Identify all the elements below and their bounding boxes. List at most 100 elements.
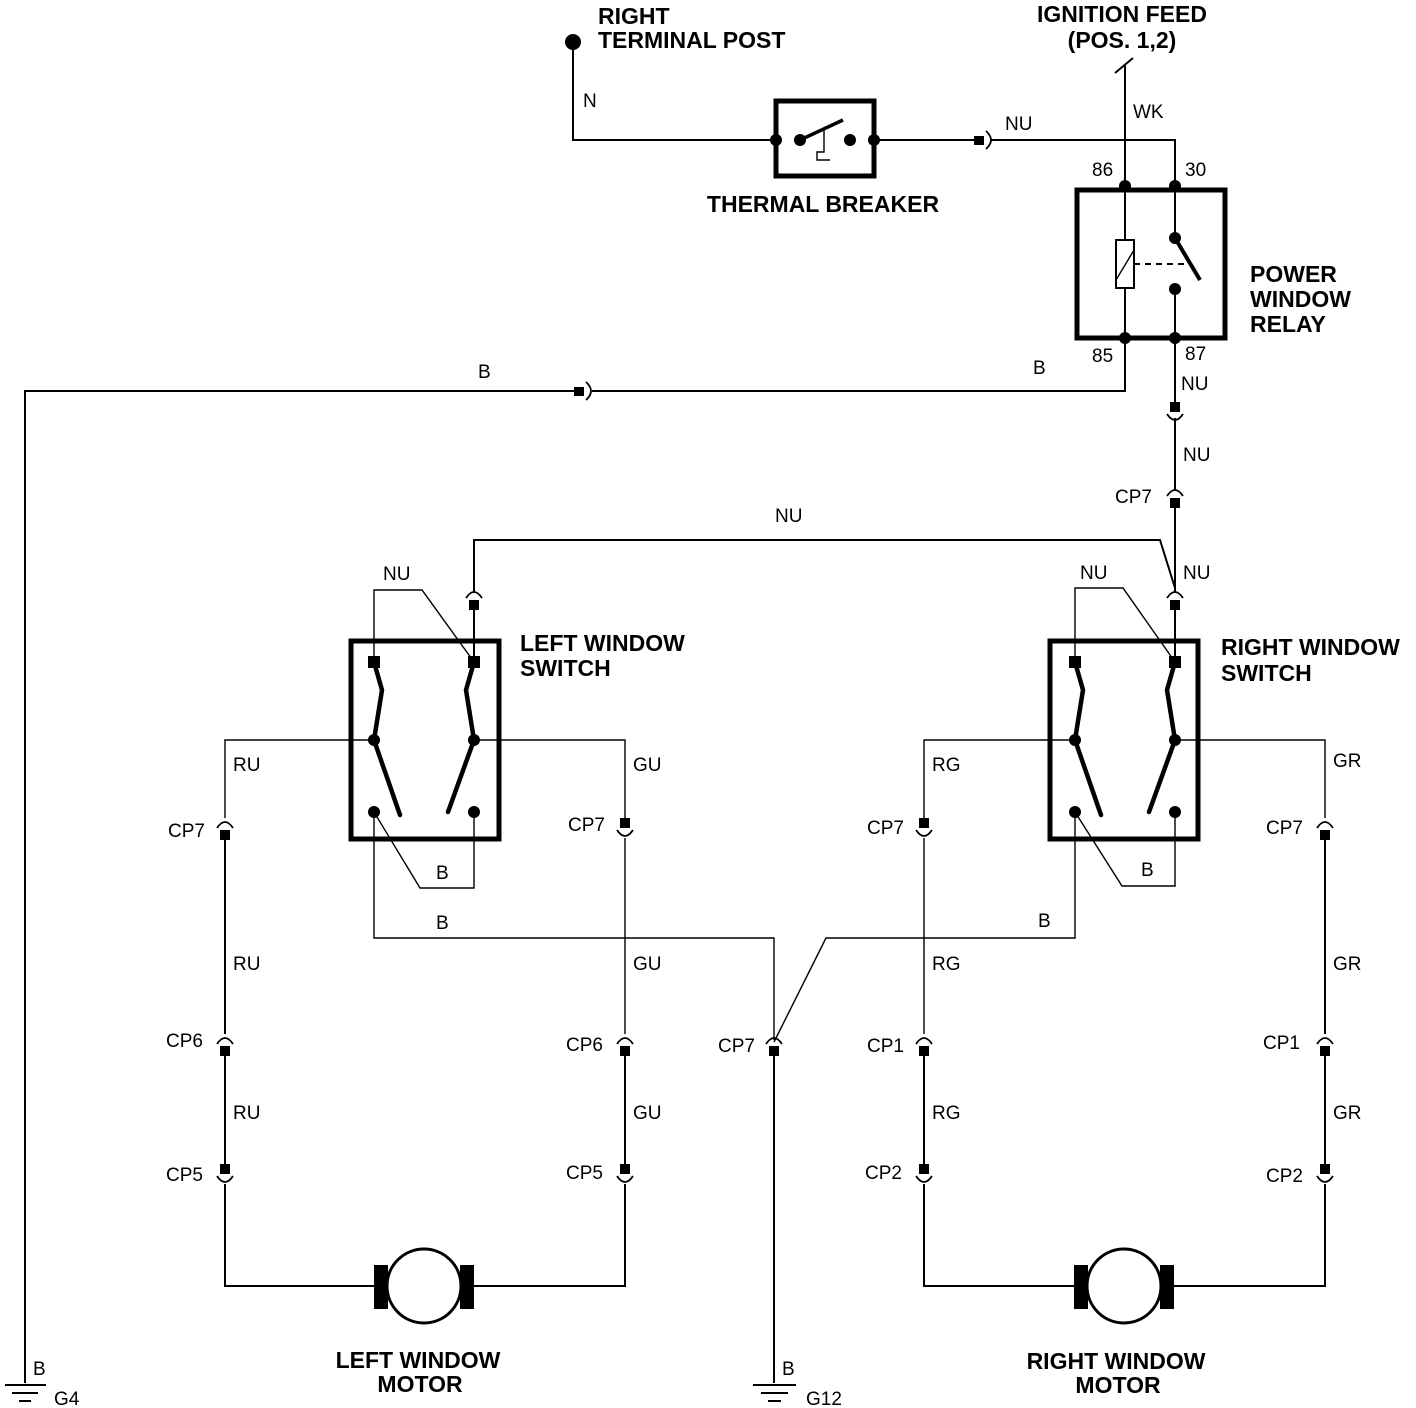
wire-n bbox=[572, 42, 776, 141]
wire-label-nu-top: NU bbox=[775, 506, 802, 527]
connector-label-cp2-rg: CP2 bbox=[865, 1163, 902, 1184]
wire-nu-right-cross bbox=[1074, 587, 1176, 663]
wire-b-right-bus bbox=[773, 812, 1076, 1043]
relay-pin-30: 30 bbox=[1185, 160, 1206, 181]
right-window-motor bbox=[1074, 1247, 1174, 1325]
connector-label-cp6-ru: CP6 bbox=[166, 1031, 203, 1052]
connector-label-cp7-gr: CP7 bbox=[1266, 818, 1303, 839]
power-window-relay bbox=[1074, 180, 1228, 344]
wire-label-gu-2: GU bbox=[633, 954, 662, 975]
wire-nu-top-bus bbox=[473, 539, 1176, 592]
connector-nu-breaker bbox=[974, 130, 992, 150]
wires bbox=[24, 42, 1326, 1383]
wire-label-b-g4: B bbox=[33, 1359, 46, 1380]
connector-label-cp2-gr: CP2 bbox=[1266, 1166, 1303, 1187]
connector-cp7-ground bbox=[765, 1037, 783, 1056]
connector-nu-right-switch bbox=[1166, 591, 1184, 610]
wire-label-b-left-bus: B bbox=[436, 913, 449, 934]
wire-b-relay-85 bbox=[592, 338, 1126, 392]
wire-b-right-switch bbox=[1074, 811, 1176, 887]
thermal-breaker bbox=[770, 98, 880, 179]
wire-nu-left-cross bbox=[373, 589, 475, 663]
wire-label-ru-1: RU bbox=[233, 755, 260, 776]
connector-cp7-relay bbox=[1166, 489, 1184, 508]
wire-gu-3 bbox=[474, 1184, 626, 1287]
connector-label-cp7-rg: CP7 bbox=[867, 818, 904, 839]
ground-label-g12: G12 bbox=[806, 1389, 842, 1408]
connector-cp7-ru bbox=[216, 821, 234, 840]
right-window-motor-title-1: RIGHT WINDOW bbox=[1027, 1348, 1206, 1374]
wire-label-b-g12: B bbox=[782, 1359, 795, 1380]
ground-g12-symbol bbox=[753, 1384, 796, 1402]
connector-label-cp6-gu: CP6 bbox=[566, 1035, 603, 1056]
right-window-switch-title-1: RIGHT WINDOW bbox=[1221, 634, 1400, 660]
connector-label-cp7-ru: CP7 bbox=[168, 821, 205, 842]
power-window-relay-title-1: POWER bbox=[1250, 261, 1337, 287]
ground-label-g4: G4 bbox=[54, 1389, 80, 1408]
connector-cp1-gr bbox=[1316, 1037, 1334, 1056]
ignition-feed-title-2: (POS. 1,2) bbox=[1068, 27, 1177, 53]
wire-b-left-bus bbox=[373, 812, 775, 1040]
wire-label-nu-left-switch: NU bbox=[383, 564, 410, 585]
connector-nu-87 bbox=[1166, 402, 1184, 421]
wire-label-gr-2: GR bbox=[1333, 954, 1362, 975]
right-window-switch-title-2: SWITCH bbox=[1221, 660, 1312, 686]
connector-cp1-rg bbox=[915, 1037, 933, 1056]
connector-nu-left-switch bbox=[465, 591, 483, 610]
wire-label-gu-3: GU bbox=[633, 1103, 662, 1124]
left-window-switch-title-2: SWITCH bbox=[520, 655, 611, 681]
connector-label-cp1-gr: CP1 bbox=[1263, 1033, 1300, 1054]
wire-label-gu-1: GU bbox=[633, 755, 662, 776]
wire-label-nu-right-switch-in: NU bbox=[1080, 563, 1107, 584]
left-window-motor bbox=[374, 1247, 474, 1325]
wire-ru-3 bbox=[224, 1184, 376, 1287]
ignition-feed-tick bbox=[1114, 57, 1134, 74]
wire-label-nu-87: NU bbox=[1181, 374, 1208, 395]
connector-cp6-gu bbox=[616, 1037, 634, 1056]
wire-b-left-switch bbox=[373, 811, 475, 889]
wire-nu-to-relay-30 bbox=[990, 139, 1176, 186]
wire-label-b-ground: B bbox=[478, 362, 491, 383]
connector-cp7-gu bbox=[616, 818, 634, 837]
wire-label-gr-3: GR bbox=[1333, 1103, 1362, 1124]
connector-cp2-rg bbox=[915, 1164, 933, 1183]
vertical-connectors bbox=[216, 402, 1334, 1183]
wire-label-ru-2: RU bbox=[233, 954, 260, 975]
connector-label-cp5-ru: CP5 bbox=[166, 1165, 203, 1186]
wire-gu-top bbox=[474, 739, 626, 818]
wire-label-rg-3: RG bbox=[932, 1103, 961, 1124]
relay-pin-86: 86 bbox=[1092, 160, 1113, 181]
wire-b-to-g4 bbox=[24, 390, 578, 1383]
wire-label-ru-3: RU bbox=[233, 1103, 260, 1124]
wire-label-nu-mid: NU bbox=[1183, 445, 1210, 466]
right-terminal-post-title-1: RIGHT bbox=[598, 3, 670, 29]
connector-label-cp7-relay: CP7 bbox=[1115, 487, 1152, 508]
ignition-feed-title-1: IGNITION FEED bbox=[1037, 1, 1207, 27]
left-window-motor-title-2: MOTOR bbox=[377, 1371, 463, 1397]
relay-pin-85: 85 bbox=[1092, 346, 1113, 367]
left-window-switch-title-1: LEFT WINDOW bbox=[520, 630, 685, 656]
connector-label-cp7-gu: CP7 bbox=[568, 815, 605, 836]
wire-rg-3 bbox=[923, 1184, 1076, 1287]
wire-label-nu-right-switch-feed: NU bbox=[1183, 563, 1210, 584]
wire-label-wk: WK bbox=[1133, 102, 1164, 123]
wire-label-gr-1: GR bbox=[1333, 751, 1362, 772]
connector-cp7-rg bbox=[915, 818, 933, 837]
connector-cp5-gu bbox=[616, 1164, 634, 1183]
connector-cp6-ru bbox=[216, 1037, 234, 1056]
wire-label-n: N bbox=[583, 91, 597, 112]
power-window-relay-title-3: RELAY bbox=[1250, 311, 1326, 337]
right-terminal-post-title-2: TERMINAL POST bbox=[598, 27, 785, 53]
connector-cp2-gr bbox=[1316, 1164, 1334, 1183]
connector-b-ground bbox=[574, 381, 592, 401]
relay-pin-87: 87 bbox=[1185, 344, 1206, 365]
power-window-relay-title-2: WINDOW bbox=[1250, 286, 1351, 312]
wire-label-rg-1: RG bbox=[932, 755, 961, 776]
connector-label-cp1-rg: CP1 bbox=[867, 1036, 904, 1057]
connector-label-cp7-ground: CP7 bbox=[718, 1036, 755, 1057]
wire-label-b-right-bus: B bbox=[1038, 911, 1051, 932]
connector-cp7-gr bbox=[1316, 821, 1334, 840]
wire-gr-top bbox=[1175, 739, 1326, 818]
left-window-motor-title-1: LEFT WINDOW bbox=[336, 1347, 501, 1373]
